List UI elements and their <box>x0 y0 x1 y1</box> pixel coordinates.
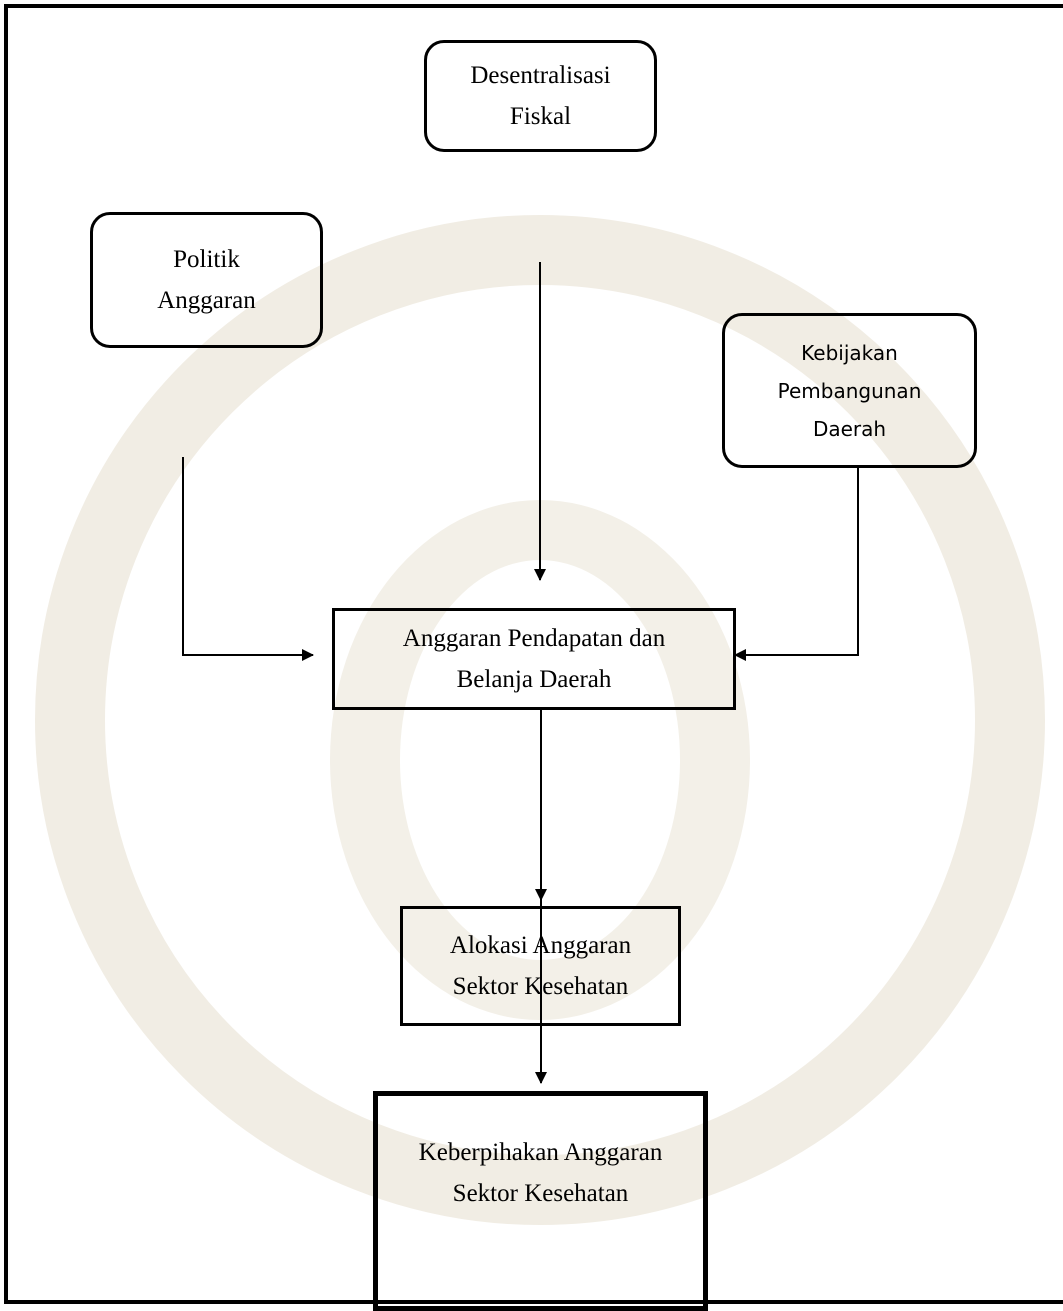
node-label: Politik Anggaran <box>157 246 256 314</box>
node-label: Keberpihakan Anggaran Sektor Kesehatan <box>418 1139 663 1207</box>
node-label: Anggaran Pendapatan dan Belanja Daerah <box>402 625 666 693</box>
node-kebijakan-pembangunan-daerah: Kebijakan Pembangunan Daerah <box>722 313 977 468</box>
node-label: Alokasi Anggaran Sektor Kesehatan <box>449 932 632 1000</box>
node-apbd: Anggaran Pendapatan dan Belanja Daerah <box>332 608 736 710</box>
node-label: Desentralisasi Fiskal <box>470 62 611 130</box>
edge-politik-apbd <box>182 457 314 661</box>
node-desentralisasi-fiskal: Desentralisasi Fiskal <box>424 40 657 152</box>
node-keberpihakan-anggaran: Keberpihakan Anggaran Sektor Kesehatan <box>373 1091 708 1311</box>
edge-kebijakan-apbd <box>734 468 859 661</box>
node-label: Kebijakan Pembangunan Daerah <box>777 340 922 441</box>
node-alokasi-anggaran: Alokasi Anggaran Sektor Kesehatan <box>400 906 681 1026</box>
node-politik-anggaran: Politik Anggaran <box>90 212 323 348</box>
